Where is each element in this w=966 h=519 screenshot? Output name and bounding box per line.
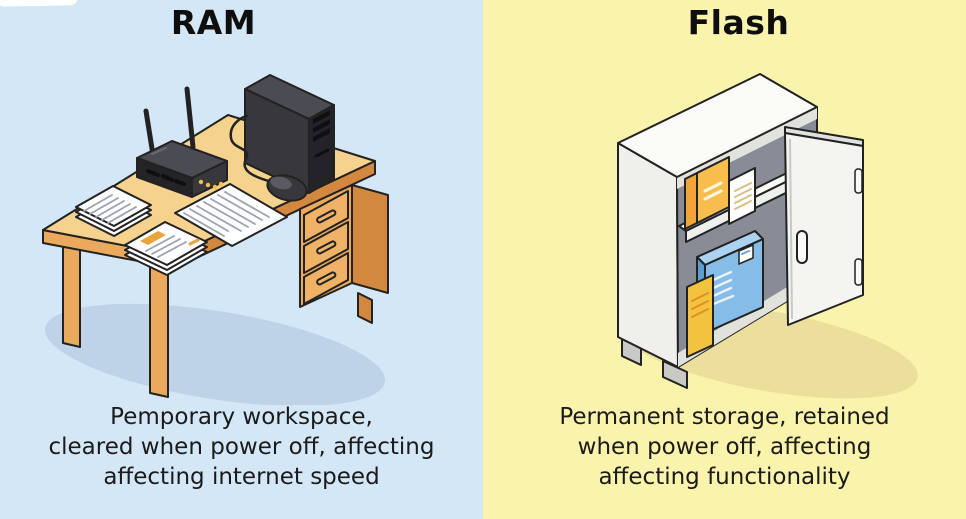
router-icon	[136, 86, 228, 198]
paper-stack-1	[75, 185, 152, 237]
caption-line: affecting internet speed	[103, 464, 380, 490]
caption-line: Permanent storage, retained	[559, 404, 890, 430]
caption-line: cleared when power off, affecting	[48, 434, 435, 460]
flash-title: Flash	[687, 3, 790, 42]
mouse-icon	[229, 114, 308, 202]
cabinet-illustration	[617, 73, 918, 399]
folder-label-lines	[691, 292, 709, 318]
large-document	[174, 183, 288, 247]
desk-illustration	[42, 74, 389, 405]
caption-line: affecting functionality	[598, 464, 851, 490]
router-ports	[146, 169, 186, 186]
ram-title: RAM	[170, 3, 257, 42]
door-hinge	[854, 168, 863, 194]
flash-panel: Flash	[483, 0, 966, 519]
paper-text-lines	[83, 194, 137, 224]
binder-label-lines	[709, 270, 735, 307]
paper-stack-2	[124, 221, 208, 276]
paper-text-lines	[145, 235, 187, 258]
flash-caption: Permanent storage, retained when power o…	[483, 402, 966, 492]
folder-label-lines	[703, 181, 723, 201]
desk-drawer-unit	[299, 184, 389, 324]
desk-shadow	[44, 303, 386, 405]
caption-line: when power off, affecting	[577, 434, 872, 460]
ram-caption: Pemporary workspace, cleared when power …	[0, 402, 483, 492]
cabinet-door	[784, 126, 864, 326]
ram-panel: RAM	[0, 0, 483, 519]
computer-tower-icon	[244, 74, 335, 194]
cabinet-top	[617, 73, 818, 178]
tower-vents	[313, 110, 330, 142]
door-handle	[796, 230, 808, 264]
door-hinge	[854, 258, 863, 286]
drawer-handles	[316, 209, 337, 286]
folder-icons	[684, 156, 756, 230]
binder-icon	[696, 230, 764, 334]
document-text-lines	[183, 191, 270, 237]
caption-line: Pemporary workspace,	[110, 404, 373, 430]
router-leds	[198, 179, 224, 190]
yellow-folder-icon	[686, 274, 714, 358]
document-text-lines	[734, 182, 752, 210]
